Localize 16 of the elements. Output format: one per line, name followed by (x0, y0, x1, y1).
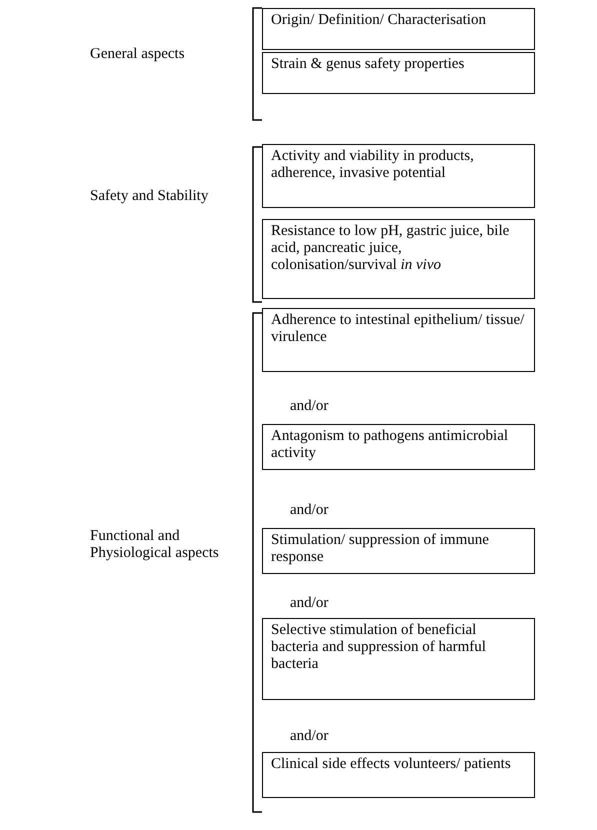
criteria-box: Activity and viability in products, adherence, invasive potential (262, 144, 535, 208)
group-heading: Safety and Stability (90, 188, 210, 205)
connector-word: and/or (290, 595, 330, 612)
criteria-box: Strain & genus safety properties (262, 52, 535, 94)
criteria-box: Origin/ Definition/ Characterisation (262, 8, 535, 50)
connector-word: and/or (290, 398, 330, 415)
criteria-box: Clinical side effects volunteers/ patients (262, 752, 535, 798)
connector-word: and/or (290, 728, 330, 745)
criteria-box: Resistance to low pH, gastric juice, bile acid, pancreatic juice, colonisation/survival in vivo (262, 219, 535, 299)
group-heading: Functional and Physiological aspects (90, 528, 220, 562)
group-heading: General aspects (90, 46, 186, 63)
criteria-box: Selective stimulation of beneficial bacteria and suppression of harmful bacteria (262, 618, 535, 700)
criteria-box: Antagonism to pathogens antimicrobial activity (262, 424, 535, 470)
connector-word: and/or (290, 502, 330, 519)
criteria-box: Adherence to intestinal epithelium/ tissue/ virulence (262, 308, 535, 372)
criteria-box: Stimulation/ suppression of immune response (262, 528, 535, 574)
